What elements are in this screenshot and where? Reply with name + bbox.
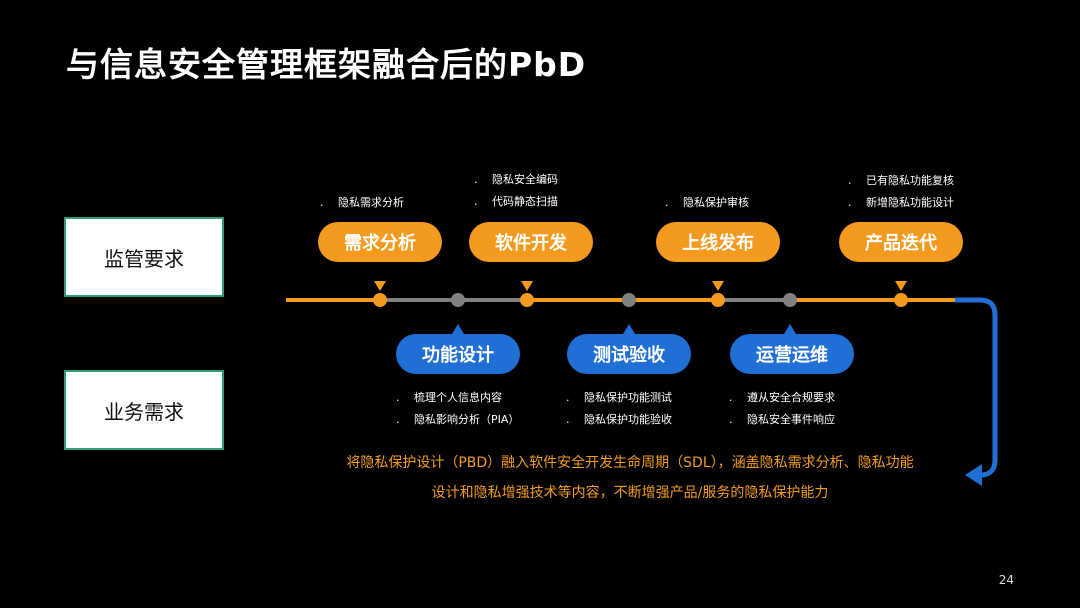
stage-notes-testing: 隐私保护功能测试 隐私保护功能验收	[566, 387, 672, 431]
stage-pill-software-development: 软件开发	[469, 222, 593, 262]
pill-pointer	[623, 324, 635, 334]
timeline-node	[894, 293, 908, 307]
stage-notes-operations: 遵从安全合规要求 隐私安全事件响应	[729, 387, 835, 431]
stage-pill-testing: 测试验收	[567, 334, 691, 374]
stage-notes-release: 隐私保护审核	[665, 192, 749, 214]
stage-pill-feature-design: 功能设计	[396, 334, 520, 374]
timeline-node	[622, 293, 636, 307]
business-requirements-box: 业务需求	[64, 370, 224, 450]
return-arrow	[955, 297, 998, 478]
stage-pill-operations: 运营运维	[730, 334, 854, 374]
pill-pointer	[712, 281, 724, 291]
regulatory-requirements-box: 监管要求	[64, 217, 224, 297]
timeline-node	[451, 293, 465, 307]
pill-pointer	[521, 281, 533, 291]
pill-pointer	[784, 324, 796, 334]
stage-notes-feature-design: 梳理个人信息内容 隐私影响分析（PIA）	[396, 387, 519, 431]
timeline-node	[783, 293, 797, 307]
stage-pill-release: 上线发布	[656, 222, 780, 262]
stage-pill-product-iteration: 产品迭代	[839, 222, 963, 262]
pill-pointer	[895, 281, 907, 291]
timeline-node	[520, 293, 534, 307]
timeline-node	[373, 293, 387, 307]
page-number: 24	[998, 573, 1014, 587]
page-title: 与信息安全管理框架融合后的PbD	[66, 45, 587, 84]
summary-text: 将隐私保护设计（PBD）融入软件安全开发生命周期（SDL），涵盖隐私需求分析、隐…	[346, 455, 914, 501]
stage-notes-requirements: 隐私需求分析	[320, 192, 404, 214]
stage-notes-iteration: 已有隐私功能复核 新增隐私功能设计	[848, 170, 954, 214]
pill-pointer	[452, 324, 464, 334]
stage-notes-development: 隐私安全编码 代码静态扫描	[474, 169, 558, 213]
pill-pointer	[374, 281, 386, 291]
timeline-node	[711, 293, 725, 307]
return-arrow-head	[965, 464, 982, 486]
stage-pill-requirements-analysis: 需求分析	[318, 222, 442, 262]
